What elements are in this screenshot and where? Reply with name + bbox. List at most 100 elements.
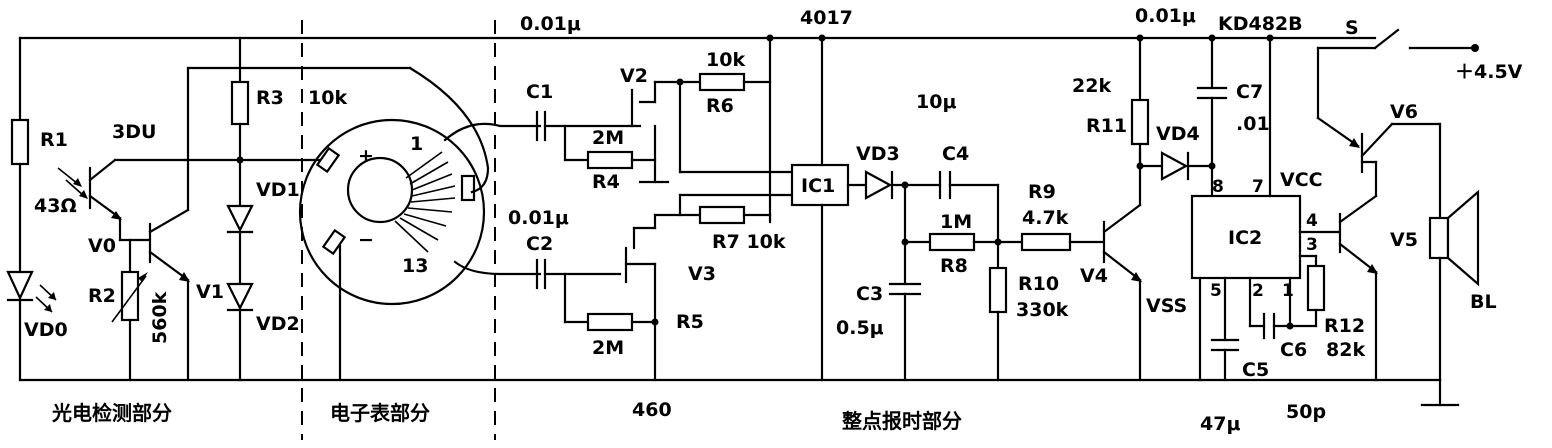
label-4017: 4017 xyxy=(800,7,853,29)
label-vd0: VD0 xyxy=(24,319,68,341)
label-r1: R1 xyxy=(40,129,68,151)
r3-resistor xyxy=(183,36,332,206)
label-47u: 47μ xyxy=(1200,413,1240,435)
section-labels: 光电检测部分 电子表部分 整点报时部分 xyxy=(51,401,962,433)
label-r2-val: 560k xyxy=(149,291,171,344)
section-watch: 电子表部分 xyxy=(330,401,430,425)
label-3du: 3DU xyxy=(112,121,156,143)
label-v1: V1 xyxy=(196,281,224,303)
label-dial-1: 1 xyxy=(410,133,423,155)
r9-resistor xyxy=(1020,232,1104,252)
label-460: 460 xyxy=(632,399,672,421)
section-photo: 光电检测部分 xyxy=(51,401,172,425)
label-r9: R9 xyxy=(1028,181,1056,203)
label-c-top-right: 0.01μ xyxy=(1135,5,1196,27)
phototransistor-3du xyxy=(57,158,187,220)
speaker-bl xyxy=(1428,122,1480,382)
vd3-diode xyxy=(864,170,942,200)
label-r8-val: 1M xyxy=(940,211,972,233)
label-r6: R6 xyxy=(706,95,734,117)
label-r5-val: 2M xyxy=(592,337,624,359)
bottom-rail xyxy=(18,378,1460,407)
label-r2: R2 xyxy=(88,285,116,307)
label-r11: R11 xyxy=(1086,115,1127,137)
transistor-v4 xyxy=(1102,148,1142,382)
label-r11-val: 22k xyxy=(1072,75,1111,97)
label-r4-val: 2M xyxy=(592,127,624,149)
r8-resistor xyxy=(901,232,1024,252)
label-pin5: 5 xyxy=(1210,281,1222,301)
label-pin1: 1 xyxy=(1282,281,1294,301)
label-supply: ＋4.5V xyxy=(1455,61,1523,83)
transistor-v1 xyxy=(118,66,412,382)
label-pin8: 8 xyxy=(1212,177,1224,197)
c7-capacitor xyxy=(1196,34,1228,198)
watch-dial xyxy=(298,66,542,382)
label-dial-plus: + xyxy=(358,145,374,167)
c1-capacitor xyxy=(535,110,670,184)
label-c3-val: 0.5μ xyxy=(836,317,884,339)
c6-capacitor xyxy=(1248,276,1318,340)
top-rail xyxy=(18,36,1479,52)
label-c-mid: 0.01μ xyxy=(508,207,569,229)
r11-resistor xyxy=(1130,34,1150,170)
label-c1: C1 xyxy=(526,81,553,103)
label-c4-val: 10μ xyxy=(916,91,956,113)
label-v5: V5 xyxy=(1390,229,1418,251)
transistor-v6 xyxy=(1316,46,1442,198)
vd0-led xyxy=(6,270,57,382)
label-c7: C7 xyxy=(1236,81,1263,103)
label-r9-val: 4.7k xyxy=(1022,207,1069,229)
r1-resistor xyxy=(10,36,30,272)
label-v4: V4 xyxy=(1080,265,1108,287)
label-r12: R12 xyxy=(1324,315,1365,337)
label-s: S xyxy=(1345,17,1359,39)
ic1-block xyxy=(790,34,868,382)
label-c4: C4 xyxy=(942,143,969,165)
label-c6: C6 xyxy=(1280,339,1307,361)
label-r10: R10 xyxy=(1018,273,1059,295)
label-vd1: VD1 xyxy=(256,179,300,201)
label-pin2: 2 xyxy=(1252,281,1264,301)
transistor-v5 xyxy=(1338,194,1378,382)
label-50p: 50p xyxy=(1286,401,1326,423)
label-vss: VSS xyxy=(1146,295,1187,317)
label-c7-val: .01 xyxy=(1236,113,1270,135)
label-vcc: VCC xyxy=(1280,169,1323,191)
label-r1-val: 43Ω xyxy=(34,195,77,217)
label-r7: R7 10k xyxy=(712,231,786,253)
label-kd482b: KD482B xyxy=(1218,13,1303,35)
label-r10-val: 330k xyxy=(1016,299,1069,321)
r10-resistor xyxy=(988,240,1008,382)
label-v3: V3 xyxy=(688,263,716,285)
label-r3: R3 xyxy=(256,87,284,109)
label-pin3: 3 xyxy=(1306,235,1318,255)
label-pin4: 4 xyxy=(1306,211,1318,231)
label-c-top-left: 0.01μ xyxy=(520,13,581,35)
label-bl: BL xyxy=(1470,291,1497,313)
label-vd4: VD4 xyxy=(1156,123,1200,145)
label-r8: R8 xyxy=(940,255,968,277)
section-chime: 整点报时部分 xyxy=(841,409,962,433)
label-r5: R5 xyxy=(676,311,704,333)
c2-capacitor xyxy=(535,258,659,332)
ic2-block xyxy=(1190,34,1340,382)
label-v0: V0 xyxy=(88,235,116,257)
label-c2: C2 xyxy=(526,233,553,255)
label-r4: R4 xyxy=(592,171,620,193)
label-r6-val: 10k xyxy=(706,49,745,71)
vd1-diode xyxy=(226,204,254,284)
r12-resistor xyxy=(1306,254,1326,328)
vd4-diode xyxy=(1138,151,1216,181)
label-pin7: 7 xyxy=(1252,177,1264,197)
label-v2: V2 xyxy=(620,65,648,87)
fet-v3 xyxy=(624,193,794,382)
label-c5: C5 xyxy=(1242,359,1269,381)
c4-capacitor xyxy=(938,170,1000,244)
component-labels: 0.01μ 4017 0.01μ KD482B S ＋4.5V R1 43Ω V… xyxy=(24,5,1523,435)
vd2-diode xyxy=(226,282,254,382)
c3-capacitor xyxy=(888,183,922,382)
label-c3: C3 xyxy=(856,283,883,305)
label-vd3: VD3 xyxy=(856,143,900,165)
label-dial-13: 13 xyxy=(402,255,428,277)
